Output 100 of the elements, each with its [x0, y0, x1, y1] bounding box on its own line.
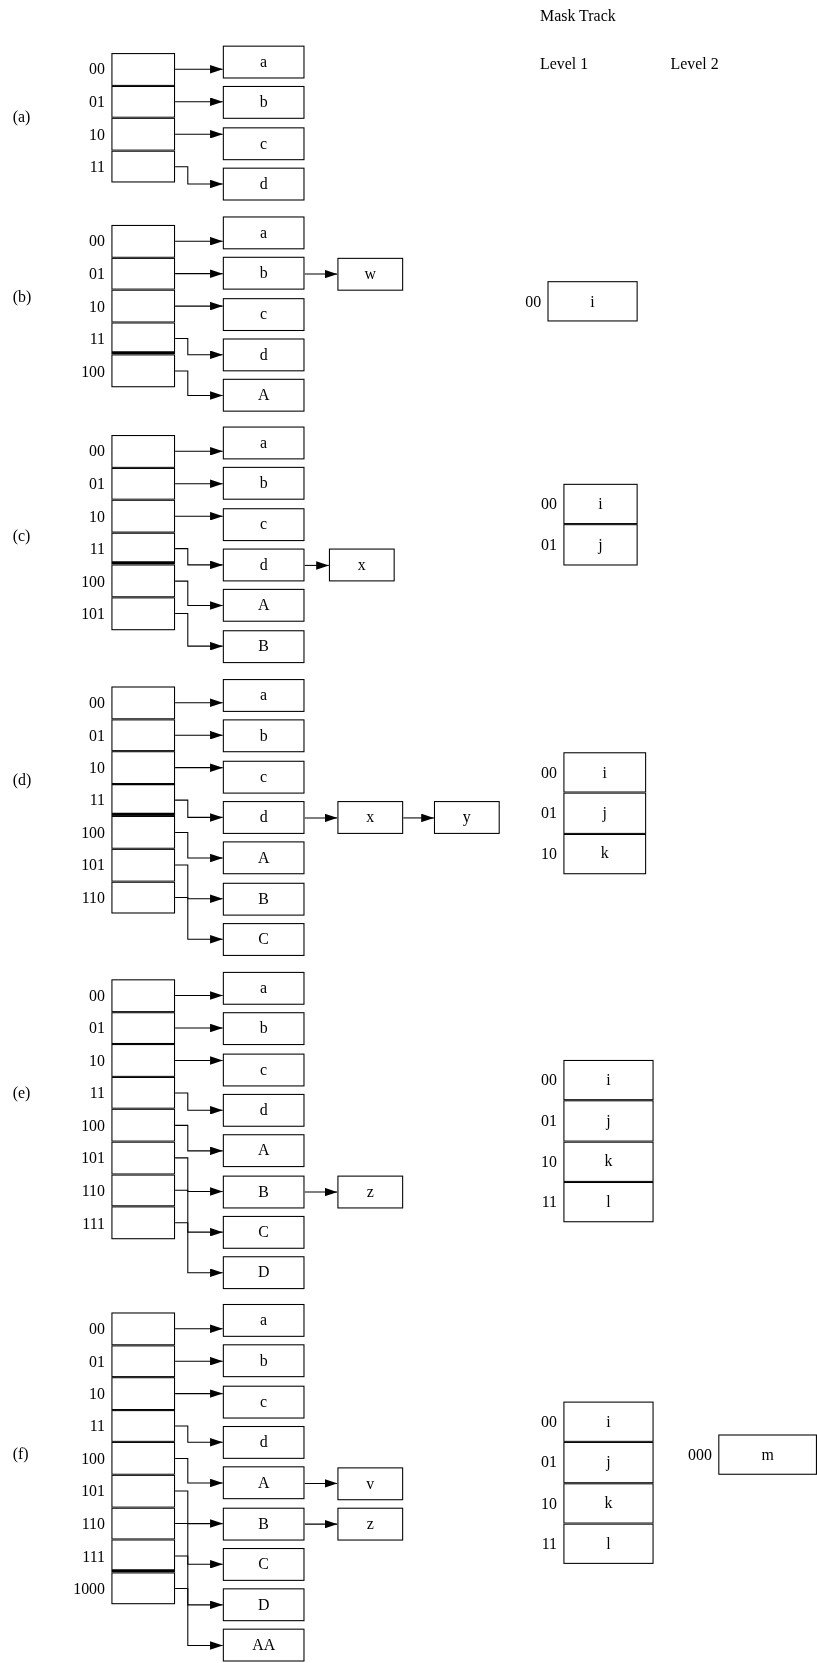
bit-string-label: 01	[89, 264, 106, 284]
bit-string-label: 10	[89, 124, 106, 144]
directory-cell	[111, 848, 176, 882]
bit-string-label: 101	[81, 1481, 106, 1501]
bucket-box: A	[222, 379, 305, 412]
directory-cell	[111, 224, 176, 258]
bit-string-label: 01	[89, 1351, 106, 1371]
arrow	[304, 813, 338, 823]
bit-string-label: 110	[81, 1180, 106, 1200]
directory-cell	[111, 289, 176, 323]
arrow	[174, 832, 224, 863]
bit-string-label: 11	[89, 539, 106, 559]
mask-table-cell: l	[563, 1523, 654, 1565]
directory-cell	[111, 1141, 176, 1175]
bit-string-label: 01	[89, 92, 106, 112]
arrow	[174, 1389, 224, 1398]
panel-label: (e)	[12, 1083, 31, 1103]
arrow	[174, 864, 224, 903]
directory-cell	[111, 1474, 176, 1508]
arrow	[174, 1555, 224, 1610]
arrow	[174, 479, 224, 488]
directory-cell	[111, 53, 176, 86]
bit-string-label: 01	[541, 1111, 558, 1131]
bucket-box: AA	[222, 1629, 305, 1662]
arrow	[174, 301, 224, 311]
arrow	[174, 129, 224, 139]
mask-table-cell: k	[563, 1482, 654, 1524]
arrow	[174, 338, 224, 360]
bucket-box: A	[222, 1466, 305, 1500]
directory-cell	[111, 597, 176, 630]
bit-string-label: 01	[89, 725, 106, 745]
bucket-box: B	[222, 1507, 305, 1541]
bucket-box: a	[222, 45, 305, 79]
column-heading: Level 1	[540, 54, 589, 74]
bucket-box: b	[222, 86, 305, 120]
arrow	[174, 1425, 224, 1447]
bit-string-label: 01	[541, 1453, 558, 1473]
directory-cell	[111, 751, 176, 784]
overflow-bucket-box: v	[337, 1467, 404, 1500]
overflow-bucket-box: z	[337, 1507, 404, 1541]
directory-cell	[111, 1507, 176, 1540]
bit-string-label: 11	[89, 790, 106, 810]
bit-string-label: 11	[89, 1416, 106, 1436]
arrow	[174, 991, 224, 1000]
arrow	[174, 730, 224, 740]
bucket-box: d	[222, 548, 305, 582]
arrow	[174, 896, 224, 944]
bit-string-label: 10	[541, 1152, 558, 1172]
directory-cell	[111, 1539, 176, 1573]
panel-label: (a)	[12, 107, 31, 127]
arrow	[304, 269, 338, 279]
directory-cell	[111, 1344, 176, 1378]
bit-string-label: 100	[81, 361, 106, 381]
bit-string-label: 110	[81, 1514, 106, 1534]
bit-string-label: 000	[688, 1445, 712, 1465]
bit-string-label: 00	[541, 494, 558, 514]
mask-table-cell: j	[563, 524, 638, 566]
arrow	[174, 1458, 224, 1488]
arrow	[174, 799, 224, 822]
directory-cell	[111, 1076, 176, 1110]
bit-string-label: 10	[541, 844, 558, 864]
directory-cell	[111, 435, 176, 468]
bit-string-label: 00	[89, 231, 106, 251]
bucket-box: b	[222, 257, 305, 290]
directory-cell	[111, 532, 176, 565]
bucket-box: a	[222, 426, 305, 460]
directory-cell	[111, 816, 176, 849]
bit-string-label: 00	[89, 441, 106, 461]
mask-table-cell: j	[563, 1100, 654, 1142]
bit-string-label: 00	[541, 1412, 558, 1432]
bucket-box: c	[222, 760, 305, 794]
mask-table-cell: l	[563, 1181, 654, 1223]
arrow	[174, 511, 224, 521]
column-heading: Level 2	[670, 54, 719, 74]
bucket-box: D	[222, 1588, 305, 1622]
bucket-box: a	[222, 216, 305, 250]
bit-string-label: 01	[89, 1018, 106, 1038]
arrow	[174, 166, 224, 189]
bucket-box: c	[222, 297, 305, 331]
arrow	[174, 370, 224, 400]
bit-string-label: 00	[89, 986, 106, 1006]
bit-string-label: 101	[81, 855, 106, 875]
mask-table-cell: i	[563, 1401, 654, 1443]
bucket-box: A	[222, 1134, 305, 1168]
bucket-box: a	[222, 679, 305, 712]
directory-cell	[111, 979, 176, 1012]
directory-cell	[111, 686, 176, 719]
bit-string-label: 111	[82, 1213, 106, 1233]
bit-string-label: 00	[541, 763, 558, 783]
directory-cell	[111, 1206, 176, 1239]
arrow	[174, 1124, 224, 1156]
overflow-bucket-box: x	[337, 801, 404, 835]
bit-string-label: 10	[89, 758, 106, 778]
bit-string-label: 10	[541, 1493, 558, 1513]
bucket-box: B	[222, 1175, 305, 1208]
arrow	[174, 236, 224, 246]
directory-cell	[111, 783, 176, 817]
bucket-box: d	[222, 167, 305, 201]
bit-string-label: 11	[541, 1534, 558, 1554]
bit-string-label: 10	[89, 1384, 106, 1404]
